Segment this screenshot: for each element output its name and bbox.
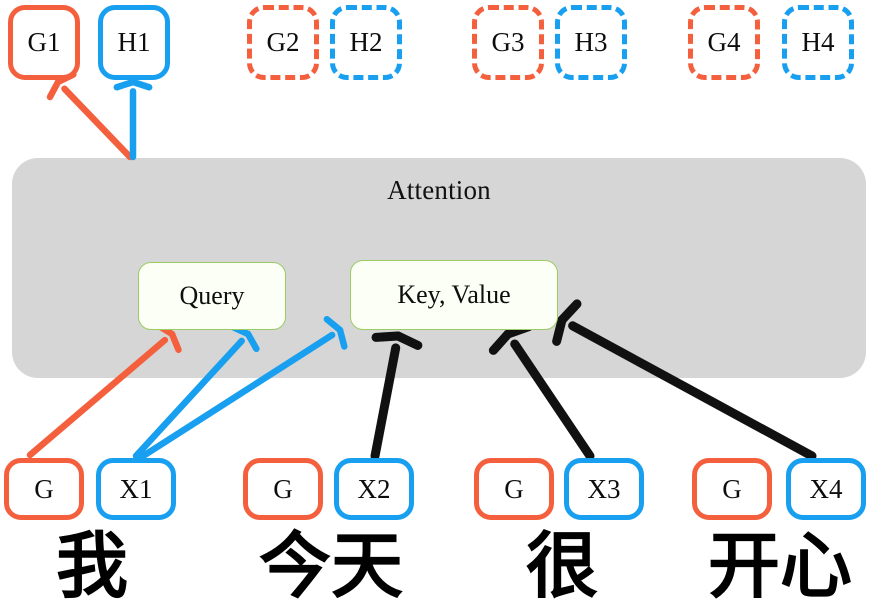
state-node-h4-7: H4 bbox=[782, 5, 854, 80]
token-node-x1-1: X1 bbox=[96, 458, 176, 520]
token-node-x4-7: X4 bbox=[786, 458, 866, 520]
state-node-g2-2: G2 bbox=[247, 5, 319, 80]
node-label: X4 bbox=[809, 473, 843, 504]
node-label: G bbox=[722, 473, 742, 504]
node-label: H1 bbox=[117, 27, 151, 57]
node-label: G1 bbox=[27, 27, 61, 57]
key-value-box: Key, Value bbox=[350, 260, 558, 330]
attention-title: Attention bbox=[387, 175, 491, 205]
node-label: X2 bbox=[357, 473, 391, 504]
attention-to-h1-arrow bbox=[113, 78, 153, 161]
sentence-token-3: 开心 bbox=[707, 524, 852, 608]
node-label: H3 bbox=[574, 27, 608, 57]
state-node-h3-5: H3 bbox=[555, 5, 627, 80]
sentence-token-0: 我 bbox=[55, 524, 128, 608]
state-node-h2-3: H2 bbox=[330, 5, 402, 80]
token-node-g-4: G bbox=[474, 458, 554, 520]
node-label: G bbox=[504, 473, 524, 504]
state-node-g1-0: G1 bbox=[8, 5, 80, 80]
token-node-x3-5: X3 bbox=[564, 458, 644, 520]
state-node-h1-1: H1 bbox=[98, 5, 170, 80]
attention-to-g1-arrow bbox=[46, 71, 134, 161]
query-box: Query bbox=[138, 262, 286, 330]
token-node-x2-3: X2 bbox=[334, 458, 414, 520]
node-label: G3 bbox=[491, 27, 525, 57]
sentence-token-1: 今天 bbox=[258, 524, 403, 608]
token-node-g-6: G bbox=[692, 458, 772, 520]
token-node-g-0: G bbox=[4, 458, 84, 520]
token-node-g-2: G bbox=[243, 458, 323, 520]
node-label: X1 bbox=[119, 473, 153, 504]
node-label: G2 bbox=[266, 27, 300, 57]
node-label: H4 bbox=[801, 27, 835, 57]
node-label: G bbox=[34, 473, 54, 504]
sentence-token-2: 很 bbox=[525, 524, 598, 608]
state-node-g4-6: G4 bbox=[688, 5, 760, 80]
state-node-g3-4: G3 bbox=[472, 5, 544, 80]
node-label: H2 bbox=[349, 27, 383, 57]
node-label: G bbox=[273, 473, 293, 504]
node-label: G4 bbox=[707, 27, 741, 57]
node-label: X3 bbox=[587, 473, 621, 504]
